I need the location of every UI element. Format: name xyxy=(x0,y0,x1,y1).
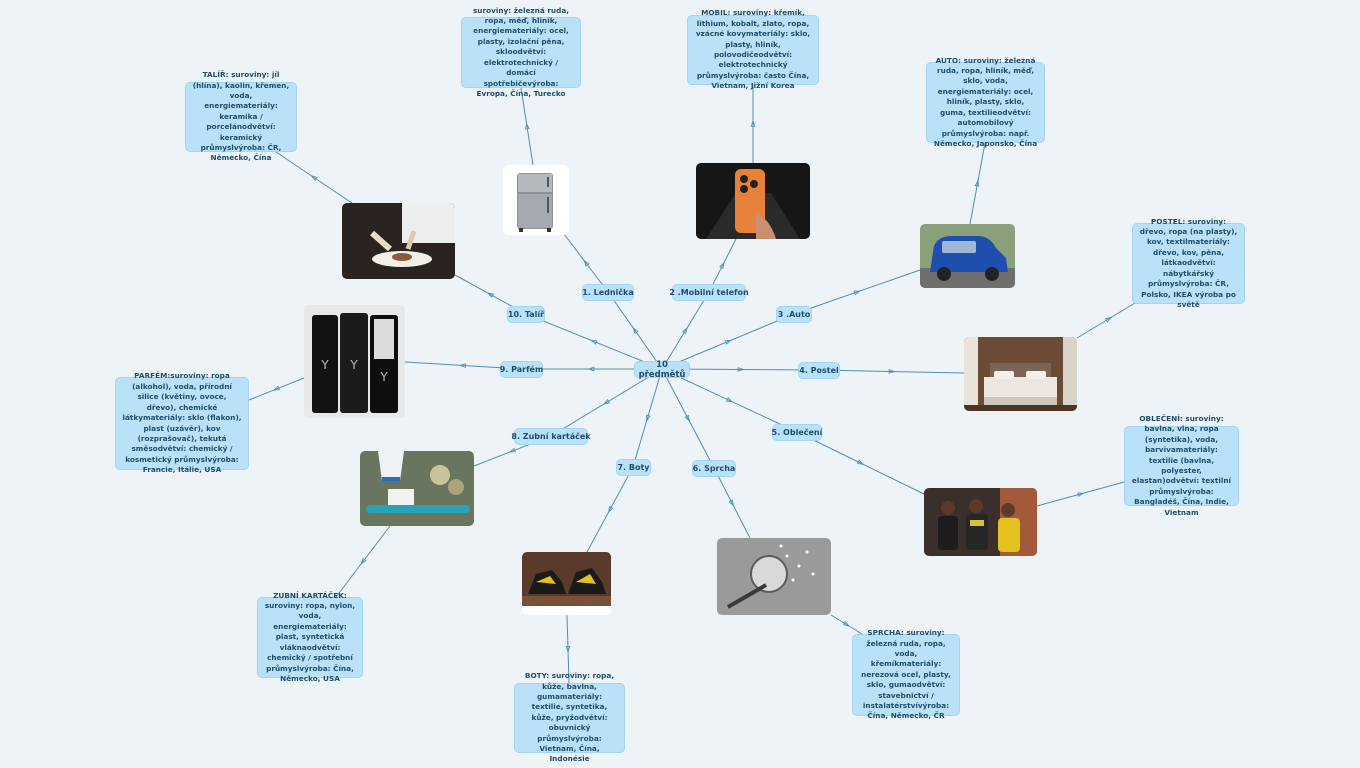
bed-icon xyxy=(964,337,1077,411)
edge-label-pic-mobil-arrow xyxy=(719,261,725,270)
edge-label-pic-postel xyxy=(818,369,965,374)
edge-center-auto-arrow xyxy=(724,339,732,345)
note-auto[interactable]: AUTO: suroviny: železná ruda, ropa, hlin… xyxy=(926,56,1045,148)
edge-pic-note-parfem xyxy=(248,377,305,401)
plate-icon xyxy=(342,203,455,279)
label-postel[interactable]: 4. Postel xyxy=(798,362,840,379)
edge-label-pic-boty-arrow xyxy=(607,505,614,514)
note-mobil[interactable]: MOBIL: suroviny: křemík, lithium, kobalt… xyxy=(687,8,819,90)
edge-label-pic-parfem-arrow xyxy=(458,363,466,369)
edge-label-pic-auto-arrow xyxy=(853,290,862,296)
toothbrush-icon xyxy=(360,451,474,526)
edge-center-mobil-arrow xyxy=(682,326,688,335)
note-lednicka[interactable]: suroviny: železná ruda, ropa, měď, hliní… xyxy=(461,6,581,98)
edge-pic-note-kartacek xyxy=(335,525,391,598)
edge-center-lednicka-arrow xyxy=(632,327,639,335)
edge-pic-note-lednicka xyxy=(520,87,534,166)
edge-center-sprcha xyxy=(661,368,715,469)
edge-center-postel-arrow xyxy=(737,367,745,372)
edge-center-obleceni xyxy=(661,368,798,433)
edge-pic-note-postel xyxy=(1076,299,1141,339)
edge-center-auto xyxy=(661,313,795,370)
edge-pic-note-boty xyxy=(566,614,570,684)
note-sprcha[interactable]: SPRCHA: suroviny: železná ruda, ropa, vo… xyxy=(852,628,960,720)
clothing-icon xyxy=(924,488,1037,556)
edge-label-pic-sprcha xyxy=(713,467,751,539)
edge-pic-note-sprcha-arrow xyxy=(842,621,851,627)
edge-center-talir xyxy=(525,313,663,370)
note-talir[interactable]: TALÍŘ: suroviny: jíl (hlína), kaolin, kř… xyxy=(185,70,297,162)
edge-label-pic-postel-arrow xyxy=(888,369,896,374)
svg-text:Y: Y xyxy=(320,358,329,372)
svg-text:Y: Y xyxy=(379,370,388,384)
edge-pic-note-lednicka-arrow xyxy=(525,122,530,130)
edge-pic-note-obleceni-arrow xyxy=(1077,492,1085,498)
edge-pic-note-obleceni xyxy=(1036,481,1125,507)
note-parfem[interactable]: PARFÉM:suroviny: ropa (alkohol), voda, p… xyxy=(115,371,249,474)
edge-center-lednicka xyxy=(607,291,663,370)
edge-pic-note-parfem-arrow xyxy=(272,385,280,391)
edge-pic-note-sprcha xyxy=(830,614,863,635)
smartphone-icon xyxy=(696,163,810,239)
label-auto[interactable]: 3 .Auto xyxy=(776,306,812,323)
note-kartacek[interactable]: ZUBNÍ KARTÁČEK: suroviny: ropa, nylon, v… xyxy=(257,591,363,683)
edge-label-pic-obleceni xyxy=(796,431,925,495)
label-kartacek[interactable]: 8. Zubní kartáček xyxy=(511,428,591,445)
car-icon xyxy=(920,224,1015,288)
edge-label-pic-sprcha-arrow xyxy=(728,499,734,507)
edge-pic-note-kartacek-arrow xyxy=(360,557,367,565)
edge-center-mobil xyxy=(661,291,710,370)
edge-pic-note-talir xyxy=(275,151,353,204)
label-obleceni[interactable]: 5. Oblečení xyxy=(772,424,822,441)
refrigerator-icon xyxy=(503,165,569,235)
edge-pic-note-auto xyxy=(969,142,986,225)
edge-center-kartacek-arrow xyxy=(602,399,611,405)
edge-pic-note-boty-arrow xyxy=(565,646,571,654)
svg-text:Y: Y xyxy=(349,358,358,372)
edge-center-obleceni-arrow xyxy=(725,397,734,403)
label-talir[interactable]: 10. Talíř xyxy=(507,306,545,323)
edge-label-pic-boty xyxy=(586,466,634,553)
edge-pic-note-auto-arrow xyxy=(974,179,980,187)
shoe-icon xyxy=(522,552,611,615)
edge-label-pic-obleceni-arrow xyxy=(856,459,865,465)
shower-icon xyxy=(717,538,831,615)
edge-center-boty-arrow xyxy=(646,414,651,423)
edge-label-pic-auto xyxy=(793,269,921,315)
edge-pic-note-talir-arrow xyxy=(310,175,318,182)
edge-label-pic-lednicka xyxy=(563,233,609,293)
note-boty[interactable]: BOTY: suroviny: ropa, kůže, bavlna, guma… xyxy=(514,671,625,763)
edge-label-pic-mobil xyxy=(708,238,737,293)
edge-label-pic-lednicka-arrow xyxy=(583,259,590,267)
edge-center-boty xyxy=(632,368,663,468)
label-boty[interactable]: 7. Boty xyxy=(616,459,651,476)
edge-center-kartacek xyxy=(550,368,663,437)
edge-center-talir-arrow xyxy=(590,339,598,345)
note-obleceni[interactable]: OBLEČENÍ: suroviny: bavlna, vlna, ropa (… xyxy=(1124,414,1239,517)
label-mobil[interactable]: 2 .Mobilní telefon xyxy=(669,284,749,301)
edge-center-sprcha-arrow xyxy=(684,414,690,423)
center-node[interactable]: 10 předmětů xyxy=(634,360,690,380)
label-sprcha[interactable]: 6. Sprcha xyxy=(692,460,736,477)
note-postel[interactable]: POSTEL: suroviny: dřevo, ropa (na plasty… xyxy=(1132,217,1245,309)
edge-center-parfem-arrow xyxy=(587,366,595,372)
edge-pic-note-postel-arrow xyxy=(1104,316,1113,323)
label-lednicka[interactable]: 1. Lednička xyxy=(582,284,634,301)
edge-pic-note-mobil-arrow xyxy=(750,119,756,127)
edge-label-pic-kartacek-arrow xyxy=(508,447,516,453)
edge-label-pic-talir-arrow xyxy=(486,292,495,298)
label-parfem[interactable]: 9. Parfém xyxy=(500,361,543,378)
